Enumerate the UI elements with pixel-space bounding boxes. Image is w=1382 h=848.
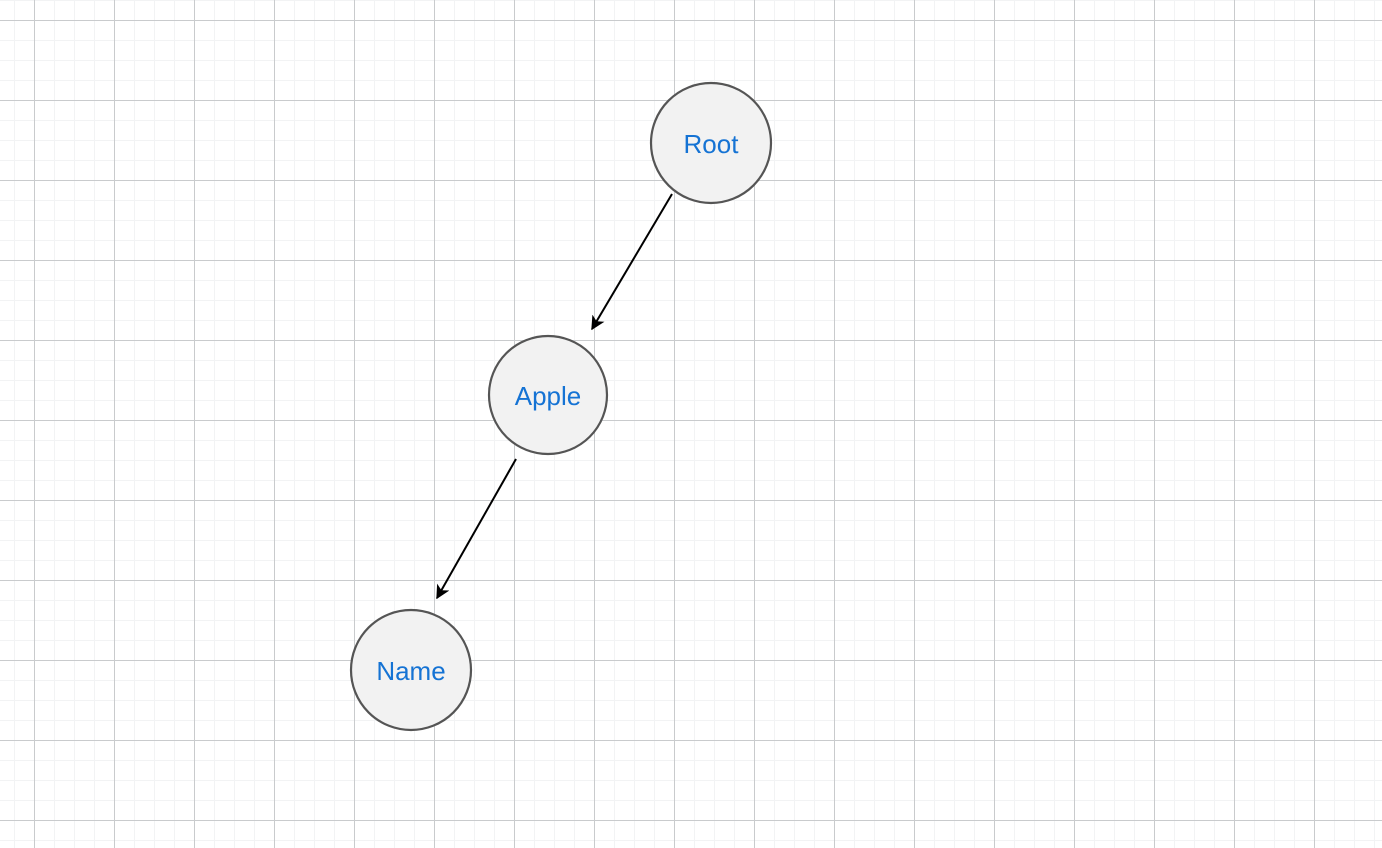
node-root-label: Root: [684, 129, 740, 159]
node-root[interactable]: Root: [649, 81, 773, 205]
node-apple-circle[interactable]: [487, 334, 609, 456]
edge-apple-name[interactable]: [436, 458, 517, 600]
node-apple[interactable]: Apple: [487, 334, 609, 456]
node-name-circle[interactable]: [349, 608, 473, 732]
nodes-group: Root Apple Name: [349, 81, 773, 732]
node-apple-label: Apple: [515, 381, 582, 411]
edges-group: [436, 193, 673, 600]
node-name[interactable]: Name: [349, 608, 473, 732]
edge-root-apple[interactable]: [591, 193, 673, 331]
node-name-label: Name: [376, 656, 445, 686]
node-root-circle[interactable]: [649, 81, 773, 205]
